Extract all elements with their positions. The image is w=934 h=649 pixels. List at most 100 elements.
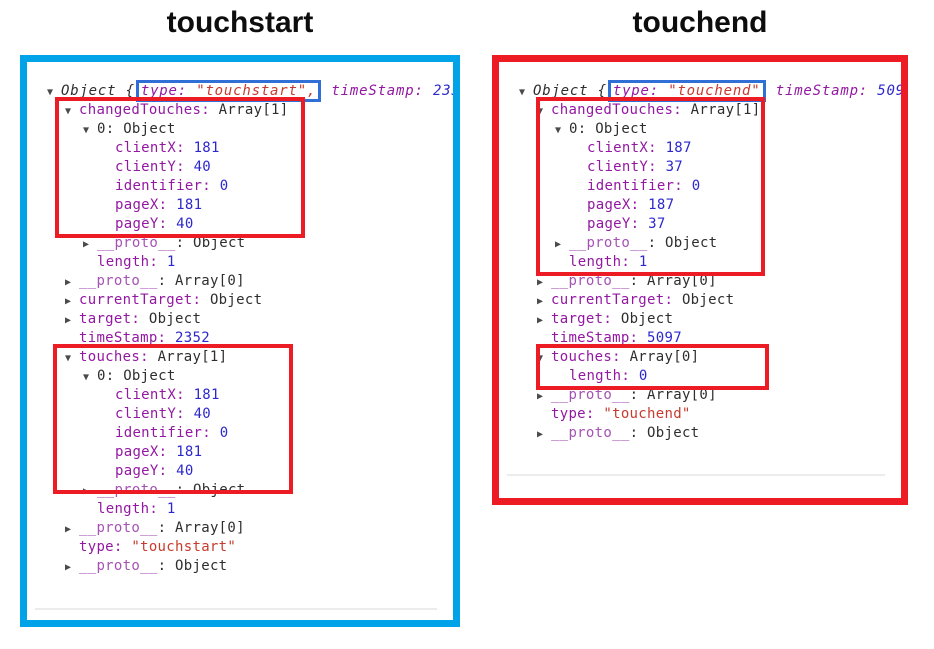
property-key: changedTouches: — [551, 102, 691, 118]
property-value: 37 — [665, 159, 684, 175]
expand-arrow-icon[interactable]: ▶ — [65, 524, 72, 535]
property-key: length: — [97, 254, 167, 270]
property-key: length: — [97, 501, 167, 517]
property-value: "touchstart" — [131, 539, 237, 555]
console-line: length: 1 — [27, 253, 453, 272]
property-value: 0 — [219, 425, 229, 441]
property-value: Object — [595, 121, 648, 137]
property-value: 1 — [166, 501, 176, 517]
property-value: Array[0] — [175, 273, 245, 289]
property-key: pageY: — [115, 463, 177, 479]
property-value: Object — [175, 558, 228, 574]
console-line: ▼touches: Array[0] — [499, 348, 901, 367]
expand-arrow-icon[interactable]: ▶ — [65, 562, 72, 573]
expand-arrow-icon[interactable]: ▶ — [65, 296, 72, 307]
property-key: target: — [79, 311, 149, 327]
expand-arrow-icon[interactable]: ▶ — [537, 429, 544, 440]
console-line: ▶ __proto__: Object — [27, 481, 453, 500]
property-key: clientY: — [115, 159, 194, 175]
property-value: : — [629, 425, 648, 441]
property-value: "touchend" — [668, 83, 761, 99]
property-value: 0: — [569, 121, 596, 137]
property-value: Object — [665, 235, 718, 251]
property-key: timeStamp: — [551, 330, 648, 346]
property-key: __proto__ — [551, 425, 630, 441]
console-line: identifier: 0 — [499, 177, 901, 196]
property-value: "touchend" — [603, 406, 691, 422]
console-row-divider — [507, 474, 885, 476]
property-value: : — [175, 482, 194, 498]
collapse-arrow-icon[interactable]: ▼ — [83, 125, 90, 136]
property-value: Array[1] — [218, 102, 289, 118]
property-key: pageX: — [115, 444, 177, 460]
property-value: 2352 — [432, 83, 453, 99]
property-value: : — [629, 273, 648, 289]
expand-arrow-icon[interactable]: ▶ — [65, 277, 72, 288]
property-key: identifier: — [115, 425, 220, 441]
property-key: identifier: — [115, 178, 220, 194]
property-value: { — [125, 83, 135, 99]
expand-arrow-icon[interactable]: ▶ — [83, 486, 90, 497]
property-key: touches: — [79, 349, 158, 365]
property-key: pageY: — [587, 216, 649, 232]
console-line: ▶__proto__: Array[0] — [27, 519, 453, 538]
property-value: 37 — [648, 216, 666, 232]
expand-arrow-icon[interactable]: ▶ — [537, 277, 544, 288]
expand-arrow-icon[interactable]: ▶ — [65, 315, 72, 326]
property-key: pageY: — [115, 216, 177, 232]
collapse-arrow-icon[interactable]: ▼ — [519, 87, 526, 98]
property-value: 5097 — [647, 330, 682, 346]
property-value: 0: — [97, 368, 124, 384]
property-value: : — [157, 273, 176, 289]
property-value: Object — [193, 235, 246, 251]
property-value: 1 — [166, 254, 176, 270]
console-line: ▶__proto__: Array[0] — [27, 272, 453, 291]
console-line: clientY: 37 — [499, 158, 901, 177]
property-key: clientY: — [115, 406, 194, 422]
property-key: target: — [551, 311, 621, 327]
console-line: clientY: 40 — [27, 158, 453, 177]
collapse-arrow-icon[interactable]: ▼ — [537, 353, 544, 364]
property-key: __proto__ — [551, 387, 630, 403]
expand-arrow-icon[interactable]: ▶ — [537, 296, 544, 307]
property-key: type: — [79, 539, 132, 555]
property-value: 40 — [176, 463, 194, 479]
property-key: __proto__ — [97, 235, 176, 251]
property-key: __proto__ — [97, 482, 176, 498]
console-line: length: 1 — [499, 253, 901, 272]
console-line: ▶currentTarget: Object — [499, 291, 901, 310]
property-value: Array[1] — [157, 349, 228, 365]
property-value: Array[0] — [647, 273, 717, 289]
property-value: Array[1] — [690, 102, 761, 118]
property-key: length: — [569, 254, 639, 270]
property-value: 5097 — [877, 83, 901, 99]
property-key: pageX: — [587, 197, 649, 213]
property-key: type: — [140, 83, 197, 99]
collapse-arrow-icon[interactable]: ▼ — [65, 353, 72, 364]
expand-arrow-icon[interactable]: ▶ — [537, 391, 544, 402]
console-line: length: 1 — [27, 500, 453, 519]
property-value: Object — [193, 482, 246, 498]
property-key: length: — [569, 368, 639, 384]
expand-arrow-icon[interactable]: ▶ — [83, 239, 90, 250]
collapse-arrow-icon[interactable]: ▼ — [65, 106, 72, 117]
property-value: 0: — [97, 121, 124, 137]
collapse-arrow-icon[interactable]: ▼ — [537, 106, 544, 117]
property-value: 181 — [193, 140, 220, 156]
property-key: changedTouches: — [79, 102, 219, 118]
property-value: { — [597, 83, 607, 99]
collapse-arrow-icon[interactable]: ▼ — [83, 372, 90, 383]
property-value: Object — [61, 83, 126, 99]
property-value: Array[0] — [647, 387, 717, 403]
property-value: 0 — [638, 368, 648, 384]
collapse-arrow-icon[interactable]: ▼ — [555, 125, 562, 136]
property-value: 1 — [638, 254, 648, 270]
collapse-arrow-icon[interactable]: ▼ — [47, 87, 54, 98]
console-line: ▶target: Object — [27, 310, 453, 329]
property-value: Array[0] — [629, 349, 700, 365]
expand-arrow-icon[interactable]: ▶ — [555, 239, 562, 250]
console-line: pageY: 40 — [27, 462, 453, 481]
expand-arrow-icon[interactable]: ▶ — [537, 315, 544, 326]
console-line: ▼0: Object — [27, 120, 453, 139]
blue-annotation-box: type: "touchend" — [607, 80, 766, 102]
